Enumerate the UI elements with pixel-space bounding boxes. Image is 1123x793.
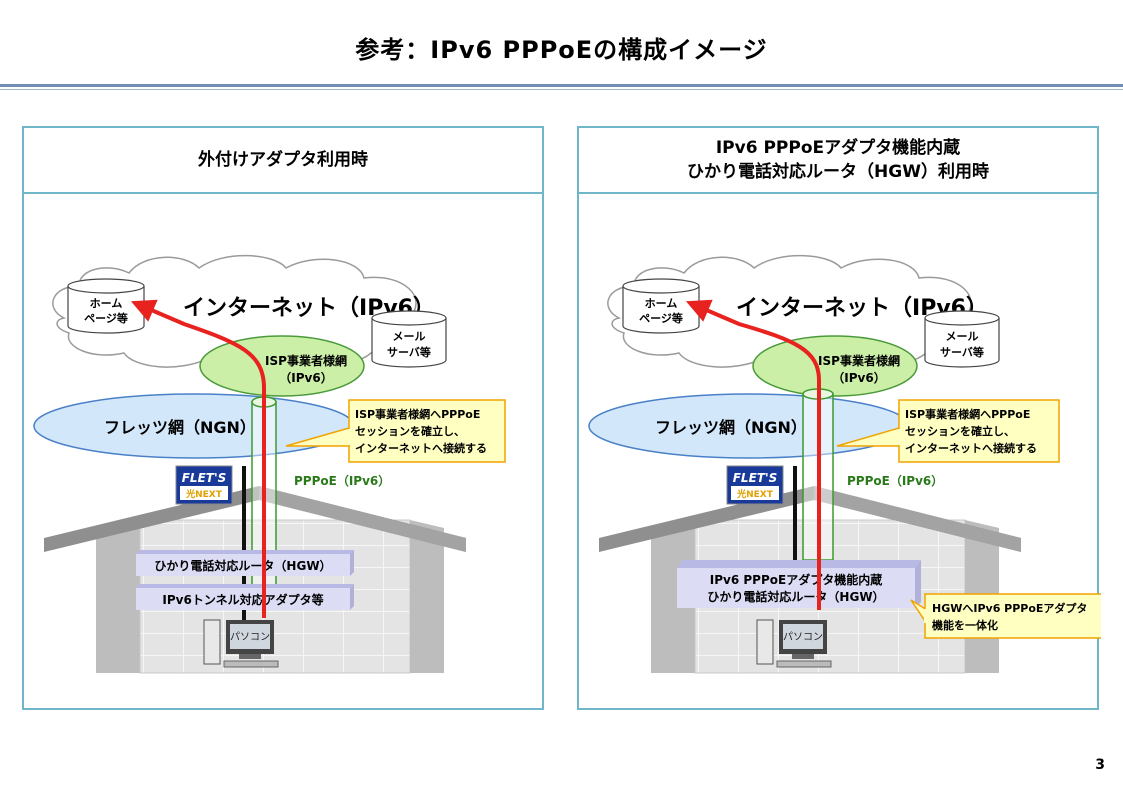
pc-label: パソコン (230, 631, 270, 643)
integrated-hgw-label-1: IPv6 PPPoEアダプタ機能内蔵 (710, 572, 882, 587)
homepage-label-2: ページ等 (84, 311, 128, 325)
hgw-callout-line-1: HGWへIPv6 PPPoEアダプタ (932, 601, 1087, 615)
isp-label-2: （IPv6） (279, 370, 332, 385)
flets-network-label: フレッツ網（NGN） (655, 418, 807, 437)
mail-server-icon: メール サーバ等 (924, 310, 1000, 368)
pc-icon: パソコン (756, 619, 832, 668)
mail-server-icon: メール サーバ等 (371, 310, 447, 368)
pppoe-label: PPPoE（IPv6） (847, 473, 943, 488)
homepage-label-1: ホーム (645, 297, 678, 310)
fiber-line (242, 466, 246, 626)
page-number: 3 (1095, 757, 1105, 773)
isp-network-ellipse (752, 335, 918, 397)
hgw-callout-line-2: 機能を一体化 (932, 618, 998, 632)
callout-line-2: セッションを確立し、 (355, 424, 465, 438)
flets-logo-bottom: 光NEXT (736, 488, 774, 500)
isp-network-ellipse (199, 335, 365, 397)
left-panel-title: 外付けアダプタ利用時 (198, 150, 368, 170)
right-panel-title-1: IPv6 PPPoEアダプタ機能内蔵 (715, 138, 961, 158)
header-rule-thin (0, 89, 1123, 90)
right-diagram: フレッツ網（NGN） ISP事業者様網 （IPv6） インターネット（IPv6）… (588, 254, 1101, 674)
mail-label-2: サーバ等 (387, 345, 431, 359)
pc-label: パソコン (783, 631, 823, 643)
left-diagram: フレッツ網（NGN） ISP事業者様網 （IPv6） インターネット（IPv6）… (33, 254, 506, 674)
left-panel-header: 外付けアダプタ利用時 (24, 128, 542, 194)
right-panel: IPv6 PPPoEアダプタ機能内蔵 ひかり電話対応ルータ（HGW）利用時 フレ… (577, 126, 1101, 710)
right-panel-header: IPv6 PPPoEアダプタ機能内蔵 ひかり電話対応ルータ（HGW）利用時 (579, 128, 1097, 194)
connection-arrow (130, 299, 266, 618)
integrated-hgw-label-2: ひかり電話対応ルータ（HGW） (707, 589, 884, 604)
callout-line-2: セッションを確立し、 (905, 424, 1015, 438)
mail-label-1: メール (946, 330, 979, 343)
integrated-hgw-box: IPv6 PPPoEアダプタ機能内蔵 ひかり電話対応ルータ（HGW） (677, 560, 921, 608)
left-panel: 外付けアダプタ利用時 フレッツ網（NGN） ISP事業者様 (22, 126, 544, 710)
pc-icon: パソコン (203, 619, 279, 668)
flets-logo: FLET'S 光NEXT (726, 465, 784, 505)
callout-line-1: ISP事業者様網へPPPoE (905, 407, 1030, 421)
adapter-box: IPv6トンネル対応アダプタ等 (136, 584, 354, 610)
hgw-router-box: ひかり電話対応ルータ（HGW） (136, 550, 354, 576)
callout-line-3: インターネットへ接続する (355, 441, 487, 455)
flets-logo-top: FLET'S (182, 471, 227, 485)
pppoe-label: PPPoE（IPv6） (294, 473, 390, 488)
homepage-label-1: ホーム (90, 297, 123, 310)
right-panel-title-2: ひかり電話対応ルータ（HGW）利用時 (687, 162, 989, 182)
adapter-label: IPv6トンネル対応アダプタ等 (162, 592, 323, 607)
isp-label-2: （IPv6） (832, 370, 885, 385)
pppoe-callout: ISP事業者様網へPPPoE セッションを確立し、 インターネットへ接続する (285, 399, 506, 463)
mail-label-1: メール (393, 330, 426, 343)
homepage-server-icon: ホーム ページ等 (622, 278, 700, 334)
callout-line-3: インターネットへ接続する (905, 441, 1037, 455)
flets-logo: FLET'S 光NEXT (175, 465, 233, 505)
mail-label-2: サーバ等 (940, 345, 984, 359)
hgw-router-label: ひかり電話対応ルータ（HGW） (154, 558, 331, 573)
page-title: 参考：IPv6 PPPoEの構成イメージ (355, 36, 768, 64)
homepage-label-2: ページ等 (639, 311, 683, 325)
isp-label-1: ISP事業者様網 (818, 353, 900, 368)
homepage-server-icon: ホーム ページ等 (67, 278, 145, 334)
flets-logo-top: FLET'S (733, 471, 778, 485)
pppoe-callout: ISP事業者様網へPPPoE セッションを確立し、 インターネットへ接続する (836, 399, 1060, 463)
flets-network-label: フレッツ網（NGN） (104, 418, 256, 437)
isp-label-1: ISP事業者様網 (265, 353, 347, 368)
fiber-line (793, 466, 797, 566)
flets-logo-bottom: 光NEXT (185, 488, 223, 500)
hgw-callout: HGWへIPv6 PPPoEアダプタ 機能を一体化 (910, 593, 1101, 639)
header-rule (0, 84, 1123, 87)
connection-arrow (685, 299, 821, 610)
callout-line-1: ISP事業者様網へPPPoE (355, 407, 480, 421)
